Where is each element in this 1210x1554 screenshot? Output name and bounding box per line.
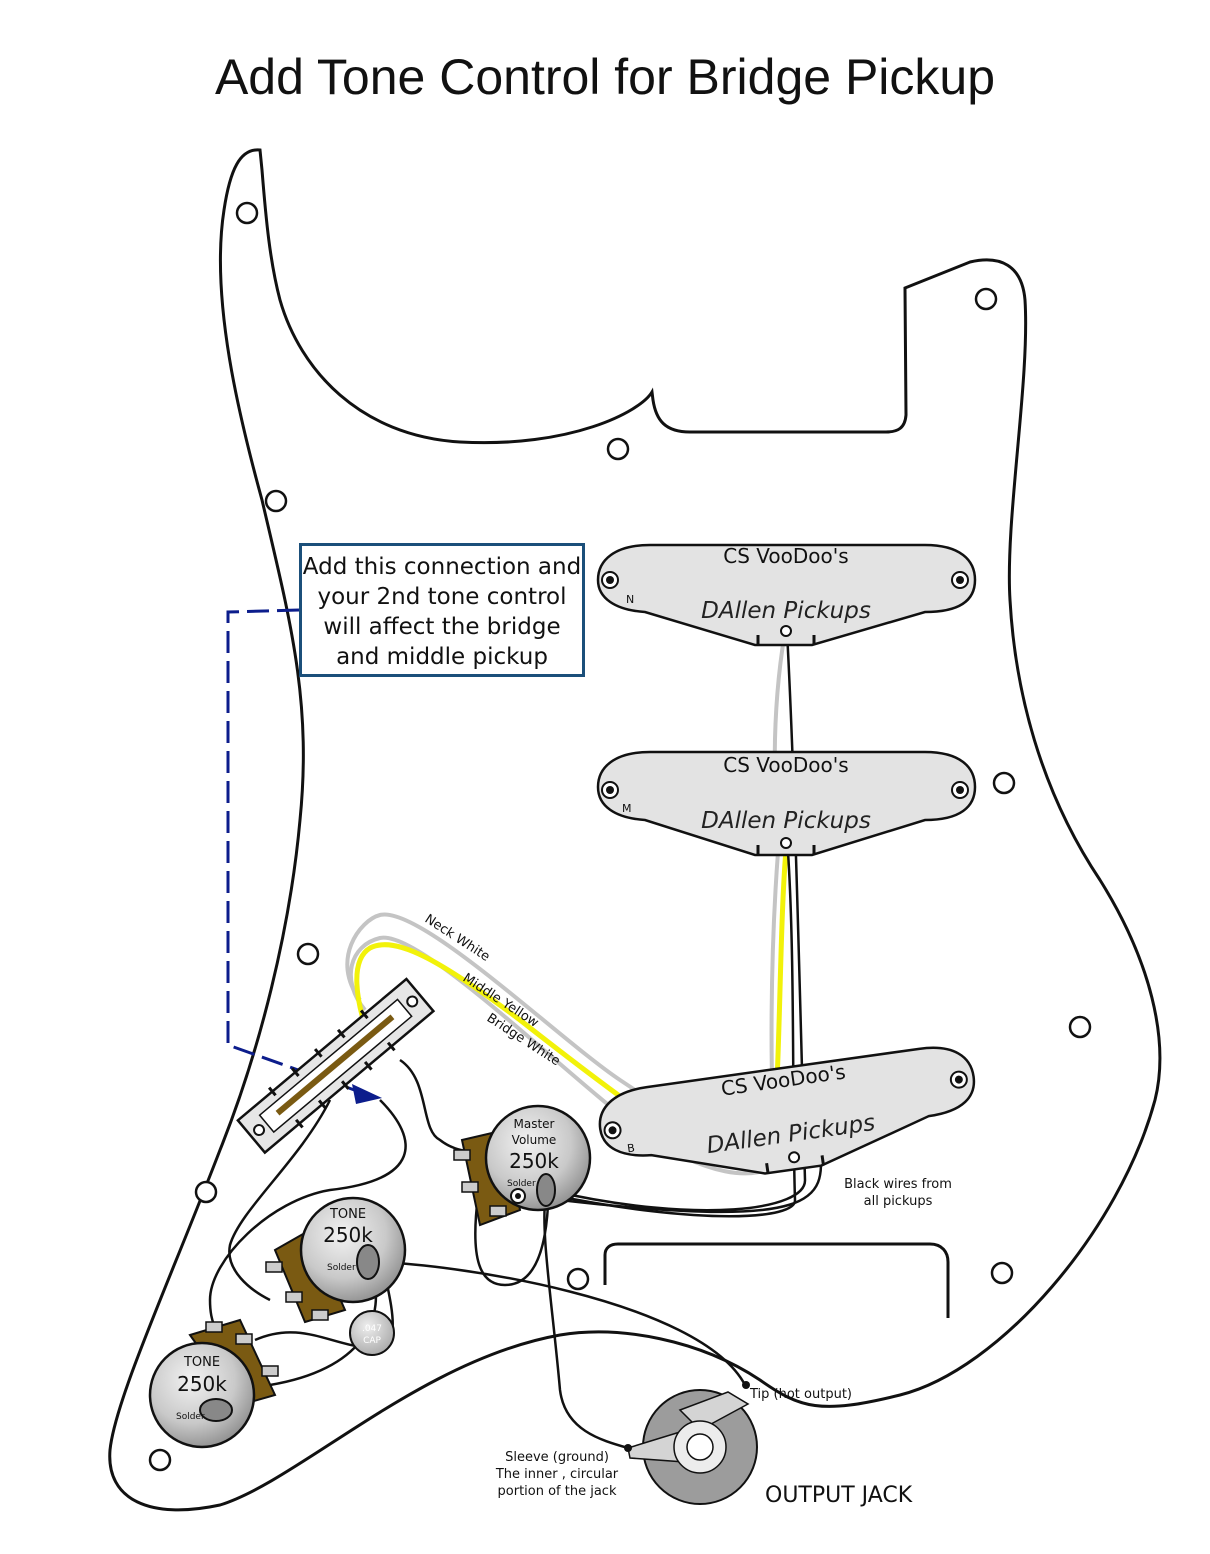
screw-hole — [296, 942, 320, 966]
pickup-model: CS VooDoo's — [723, 544, 848, 568]
cap-value: .047 — [362, 1324, 382, 1334]
pickup-neck: CS VooDoo's DAllen Pickups N — [596, 543, 977, 647]
volume-pot: Master Volume 250k Solder — [453, 1104, 592, 1227]
jack-label: OUTPUT JACK — [765, 1483, 913, 1508]
screw-hole — [264, 489, 288, 513]
tone-pot-1-value: 250k — [323, 1223, 373, 1247]
tone-pot-2-solder: Solder — [176, 1412, 205, 1422]
screw-hole — [990, 1261, 1014, 1285]
capacitor: .047 CAP — [349, 1310, 395, 1356]
page-title: Add Tone Control for Bridge Pickup — [214, 49, 996, 105]
screw-hole — [992, 771, 1016, 795]
screw-hole — [194, 1180, 218, 1204]
tone-pot-1: TONE 250k Solder — [265, 1196, 407, 1324]
cap-label: CAP — [363, 1336, 381, 1346]
pickup-position: B — [626, 1141, 635, 1155]
screw-holes — [148, 201, 1092, 1472]
jack-sleeve-label-3: portion of the jack — [498, 1484, 617, 1499]
screw-hole — [148, 1448, 172, 1472]
screw-hole — [606, 437, 630, 461]
pickguard-outline — [108, 148, 1162, 1512]
jack-sleeve-label-2: The inner , circular — [495, 1467, 619, 1482]
tone-pot-2-name: TONE — [183, 1355, 220, 1370]
pickup-position: M — [622, 802, 632, 815]
volume-pot-value: 250k — [509, 1149, 559, 1173]
screw-hole — [566, 1267, 590, 1291]
tone-pot-1-name: TONE — [329, 1207, 366, 1222]
pickup-position: N — [626, 593, 634, 606]
screw-hole — [235, 201, 259, 225]
connection-arrow-icon — [352, 1084, 382, 1104]
output-jack — [624, 1381, 758, 1505]
connection-note: Add this connection and your 2nd tone co… — [299, 543, 585, 677]
screw-hole — [1068, 1015, 1092, 1039]
pickup-bridge: CS VooDoo's DAllen Pickups B — [598, 1046, 976, 1175]
black-wires-label-2: all pickups — [864, 1194, 933, 1209]
volume-pot-solder: Solder — [507, 1179, 536, 1189]
jack-sleeve-label-1: Sleeve (ground) — [505, 1450, 609, 1465]
tone-pot-2: TONE 250k Solder — [148, 1318, 279, 1449]
volume-pot-line1: Master — [514, 1117, 555, 1131]
pickup-model: CS VooDoo's — [723, 753, 848, 777]
pickup-brand: DAllen Pickups — [701, 598, 871, 624]
jack-tip-label: Tip (hot output) — [749, 1387, 852, 1402]
tone-pot-2-value: 250k — [177, 1372, 227, 1396]
tone-pot-1-solder: Solder — [327, 1263, 356, 1273]
pickup-brand: DAllen Pickups — [701, 808, 871, 834]
black-wires-label-1: Black wires from — [844, 1177, 952, 1192]
pickup-middle: CS VooDoo's DAllen Pickups M — [596, 750, 977, 857]
volume-pot-line2: Volume — [512, 1133, 557, 1147]
cavity-cutout — [603, 1242, 950, 1318]
screw-hole — [974, 287, 998, 311]
five-way-switch — [236, 977, 436, 1155]
